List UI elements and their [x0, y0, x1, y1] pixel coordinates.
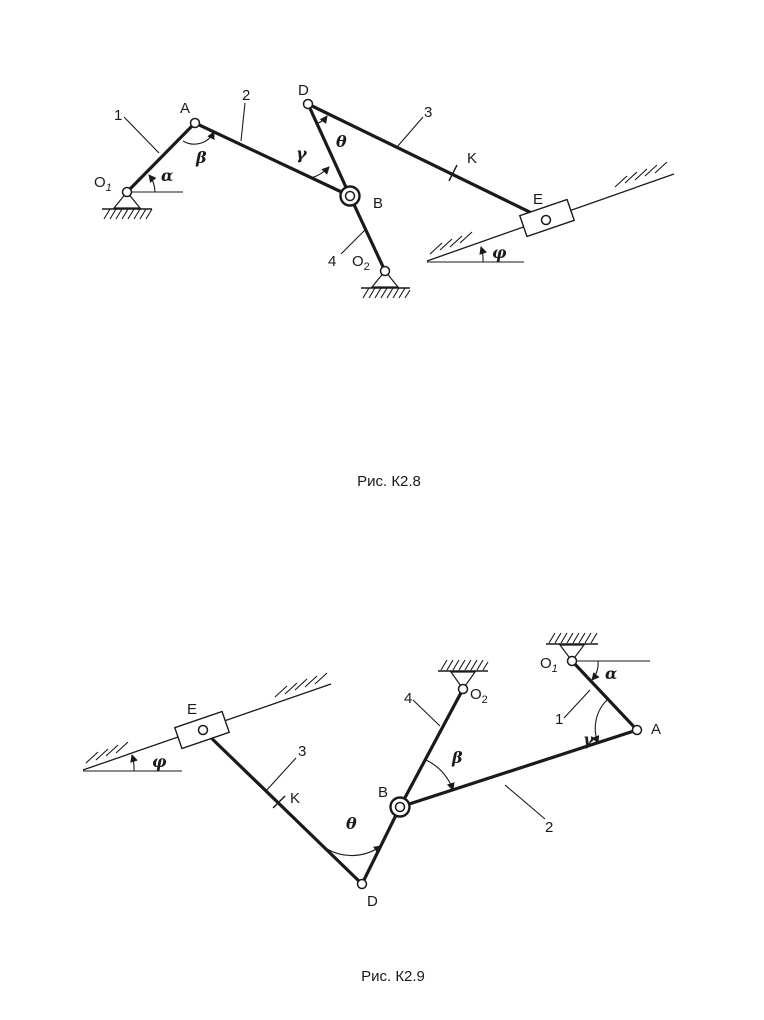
link-db: [360, 805, 402, 886]
point-k-mark: [272, 795, 286, 809]
beta-arc: [425, 759, 455, 791]
joint-o1: [121, 186, 133, 198]
leader-link-1: [123, 116, 160, 154]
label-gamma: γ: [296, 144, 308, 163]
label-beta: β: [451, 748, 463, 767]
caption-k2-9: Рис. К2.9: [361, 968, 425, 985]
leader-link-4: [340, 229, 366, 255]
label-phi: φ: [492, 243, 507, 262]
joint-e: [197, 724, 209, 736]
label-link-2: 2: [545, 819, 553, 836]
label-b: B: [378, 784, 388, 801]
label-theta: θ: [346, 814, 357, 833]
joint-b: [394, 801, 406, 813]
caption-k2-8: Рис. К2.8: [357, 473, 421, 490]
label-o2: O2: [352, 253, 370, 273]
label-phi: φ: [152, 752, 167, 771]
label-k: K: [467, 150, 477, 167]
label-link-4: 4: [328, 253, 336, 270]
label-d: D: [367, 893, 378, 910]
label-gamma: γ: [583, 730, 595, 749]
figure-k2-9: O1 O2 A B D E K 1 2 3 4 α β γ θ φ Рис. К…: [82, 632, 661, 985]
label-link-1: 1: [555, 711, 563, 728]
alpha-arc: [148, 174, 157, 193]
leader-link-1: [563, 689, 591, 719]
joint-a: [189, 117, 201, 129]
label-theta: θ: [336, 132, 347, 151]
gamma-arc: [310, 166, 330, 179]
label-link-2: 2: [242, 87, 250, 104]
link-4: [348, 194, 387, 273]
joint-e: [540, 214, 552, 226]
phi-arc: [130, 754, 138, 772]
phi-arc: [479, 246, 488, 263]
label-a: A: [180, 100, 190, 117]
theta-arc: [326, 845, 382, 856]
point-k-mark: [448, 164, 458, 182]
label-alpha: α: [161, 166, 173, 185]
leader-link-4: [412, 699, 441, 727]
joint-b: [344, 190, 356, 202]
leader-link-3: [264, 757, 297, 793]
label-k: K: [290, 790, 300, 807]
theta-arc: [315, 115, 328, 125]
label-o1: O1: [94, 174, 112, 194]
label-link-4: 4: [404, 690, 412, 707]
joint-a: [631, 724, 643, 736]
fixed-support-o1: [102, 191, 153, 220]
joint-d: [302, 98, 314, 110]
link-3: [306, 102, 548, 222]
fixed-support-o2: [361, 270, 411, 299]
leader-link-2: [240, 102, 246, 142]
link-1: [570, 659, 639, 732]
label-e: E: [187, 701, 197, 718]
joint-o1: [566, 655, 578, 667]
link-2: [193, 121, 352, 198]
gamma-arc: [591, 698, 609, 744]
leader-link-3: [396, 116, 424, 148]
label-a: A: [651, 721, 661, 738]
fixed-support-o2: [438, 659, 489, 691]
label-b: B: [373, 195, 383, 212]
link-4: [398, 687, 465, 809]
label-alpha: α: [605, 664, 617, 683]
link-3: [201, 728, 364, 886]
label-link-3: 3: [424, 104, 432, 121]
label-e: E: [533, 191, 543, 208]
link-1: [125, 121, 197, 194]
label-link-3: 3: [298, 743, 306, 760]
figure-k2-8: O1 A D B K E O2 1 2 3 4 α β γ θ φ Рис. К…: [94, 82, 675, 490]
alpha-arc: [591, 660, 600, 681]
label-link-1: 1: [114, 107, 122, 124]
joint-o2: [457, 683, 469, 695]
label-d: D: [298, 82, 309, 99]
leader-link-2: [504, 784, 546, 820]
joint-o2: [379, 265, 391, 277]
label-o1: O1: [540, 655, 558, 675]
beta-arc: [182, 131, 215, 145]
label-o2: O2: [470, 686, 488, 706]
joint-d: [356, 878, 368, 890]
link-bd: [306, 102, 352, 198]
fixed-support-o1: [546, 632, 598, 662]
label-beta: β: [195, 148, 207, 167]
